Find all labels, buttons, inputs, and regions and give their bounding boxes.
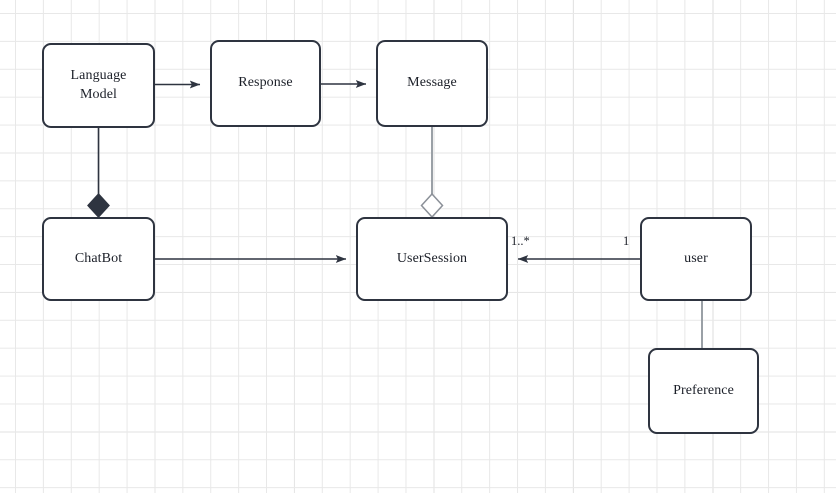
hollow-diamond-marker	[420, 192, 444, 219]
node-language-model[interactable]: Language Model	[42, 43, 155, 128]
node-response[interactable]: Response	[210, 40, 321, 127]
node-message-label: Message	[407, 75, 457, 91]
multiplicity-label-user-end: 1	[623, 234, 630, 248]
node-preference-label: Preference	[673, 382, 734, 398]
node-usersession[interactable]: UserSession	[356, 217, 508, 301]
node-response-label: Response	[238, 75, 293, 91]
node-user[interactable]: user	[640, 217, 752, 301]
edge-languagemodel-chatbot	[87, 128, 110, 219]
edge-message-usersession	[420, 127, 444, 219]
node-user-label: user	[684, 250, 708, 266]
node-chatbot-label: ChatBot	[74, 250, 123, 266]
node-language-model-label: Language Model	[70, 68, 127, 102]
node-usersession-label: UserSession	[396, 250, 468, 266]
node-message[interactable]: Message	[376, 40, 488, 127]
multiplicity-label-usersession-end: 1..*	[511, 234, 530, 248]
node-chatbot[interactable]: ChatBot	[42, 217, 155, 301]
node-preference[interactable]: Preference	[648, 348, 759, 434]
filled-diamond-marker	[87, 192, 110, 219]
